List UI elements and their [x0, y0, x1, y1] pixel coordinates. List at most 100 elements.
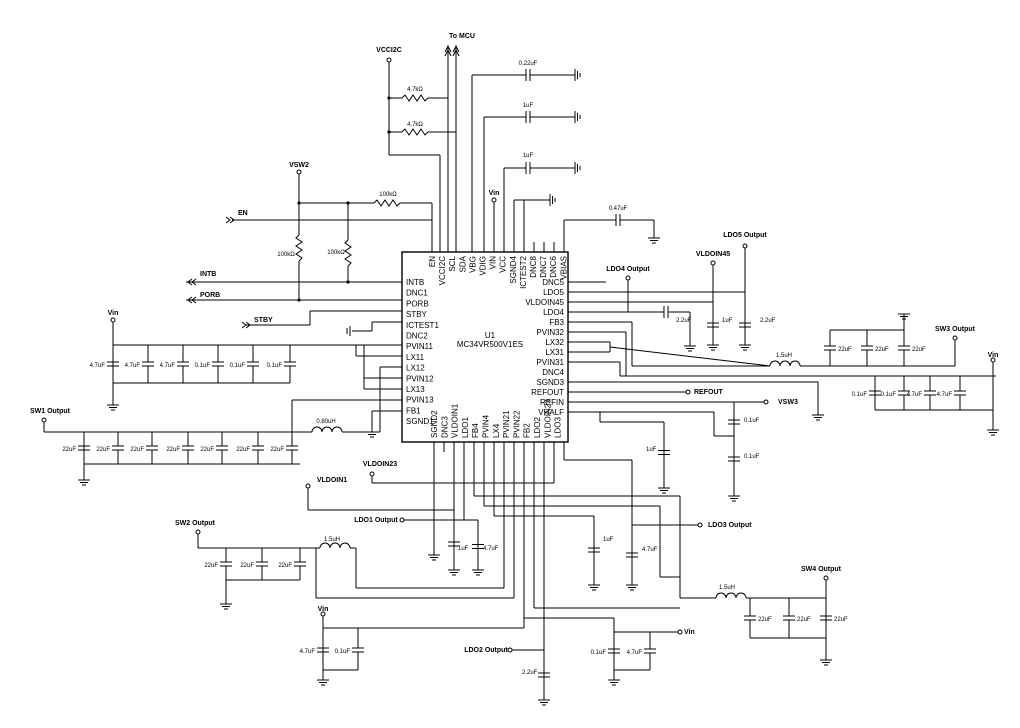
pin-label: INTB	[406, 278, 424, 287]
cap-label: 0.1uF	[195, 363, 211, 369]
pin-label: VLDOIN23	[543, 399, 552, 438]
pin-label: ICTEST2	[519, 255, 528, 288]
ic-part-number: MC34VR500V1ES	[457, 340, 523, 349]
pin-label: DNC5	[542, 278, 564, 287]
cap-label: 1uF	[603, 537, 614, 543]
pin-label: LDO4	[543, 308, 564, 317]
sw2-output-label: SW2 Output	[175, 520, 216, 527]
cap-label: 22uF	[758, 617, 772, 623]
pin-label: PVIN12	[406, 374, 434, 383]
pin-label: VCC	[499, 256, 508, 273]
ldo1-output-label: LDO1 Output	[354, 517, 398, 524]
pin-label: DNC1	[406, 289, 428, 298]
ic-u1-body	[401, 251, 569, 443]
cap-label: 1uF	[523, 153, 534, 159]
inductor-label: 1.5uH	[719, 585, 735, 591]
ldo2-output-label: LDO2 Output	[464, 647, 508, 654]
cap-label: 22uF	[240, 563, 254, 569]
porb-label: PORB	[200, 292, 220, 299]
cap-label: 0.47uF	[609, 206, 628, 212]
pin-label: FB1	[406, 406, 421, 415]
cap-label: 22uF	[200, 447, 214, 453]
res-label: 4.7kΩ	[407, 122, 423, 128]
cap-label: 4.7uF	[642, 547, 658, 553]
pin-label: SCL	[448, 255, 457, 271]
cap-label: 22uF	[912, 347, 926, 353]
cap-label: 22uF	[797, 617, 811, 623]
pin-label: LX4	[492, 423, 501, 438]
inductor-label: 1.5uH	[776, 353, 792, 359]
pin-label: DNC4	[542, 368, 564, 377]
to-mcu-label: To MCU	[449, 33, 475, 40]
pin-label: STBY	[406, 310, 428, 319]
cap-label: 4.7uF	[907, 392, 923, 398]
cap-label: 22uF	[875, 347, 889, 353]
cap-label: 1uF	[458, 546, 469, 552]
res-label: 100kΩ	[379, 192, 397, 198]
ldo5-output-label: LDO5 Output	[723, 232, 767, 239]
pin-label: DNC2	[406, 332, 428, 341]
ic-designator: U1	[485, 331, 496, 340]
vcci2c-label: VCCI2C	[376, 47, 402, 54]
pin-label: SGND1	[406, 417, 434, 426]
cap-label: 4.7uF	[160, 363, 176, 369]
pin-label: DNC7	[539, 255, 548, 277]
inductor-label: 1.5uH	[324, 537, 340, 543]
vin-label: Vin	[988, 352, 999, 359]
cap-label: 0.1uF	[881, 392, 897, 398]
vldoin23-label: VLDOIN23	[363, 461, 397, 468]
pin-label: FB2	[523, 423, 532, 438]
pin-label: FB3	[549, 318, 564, 327]
pin-label: LDO1	[461, 417, 470, 438]
cap-label: 0.1uF	[744, 418, 760, 424]
pin-label: VBG	[468, 256, 477, 273]
pin-label: REFOUT	[531, 388, 564, 397]
res-label: 100kΩ	[327, 250, 345, 256]
vsw3-label: VSW3	[778, 399, 798, 406]
cap-label: 22uF	[236, 447, 250, 453]
cap-label: 4.7uF	[125, 363, 141, 369]
en-label: EN	[238, 210, 248, 217]
ldo4-output-label: LDO4 Output	[606, 266, 650, 273]
cap-label: 4.7uF	[483, 546, 499, 552]
pin-label: SGND4	[509, 255, 518, 283]
inductor-label: 0.80uH	[316, 419, 335, 425]
cap-label: 2.2uF	[760, 318, 776, 324]
ldo3-output-label: LDO3 Output	[708, 522, 752, 529]
cap-label: 0.1uF	[335, 649, 351, 655]
pin-label: LDO5	[543, 288, 564, 297]
bottom-io-section: VLDOIN1 1uF LDO1 Output 4.7uF VLDOIN23 1…	[175, 442, 842, 700]
cap-label: 0.1uF	[230, 363, 246, 369]
pin-label: VLDOIN45	[525, 298, 564, 307]
cap-label: 0.1uF	[852, 392, 868, 398]
vin-label: Vin	[108, 310, 119, 317]
pin-label: SGND2	[430, 410, 439, 438]
pin-label: SGND3	[536, 378, 564, 387]
cap-label: 2.2uF	[522, 670, 538, 676]
pin-label: PVIN22	[512, 410, 521, 438]
pin-label: FB4	[471, 423, 480, 438]
pin-label: LDO2	[533, 417, 542, 438]
pin-label: LX11	[406, 353, 425, 362]
capacitor-arrays: 4.7uF 4.7uF 4.7uF 0.1uF 0.1uF 0.1uF 22uF 22uF 22…	[62, 69, 999, 706]
cap-label: 22uF	[204, 563, 218, 569]
pin-label: EN	[428, 256, 437, 267]
cap-label: 1uF	[523, 103, 534, 109]
pin-label: VDIG	[479, 256, 488, 276]
pin-label: DNC3	[440, 416, 449, 438]
sw1-output-label: SW1 Output	[30, 408, 71, 415]
cap-label: 22uF	[130, 447, 144, 453]
cap-label: 1uF	[646, 447, 657, 453]
vin-label: Vin	[318, 606, 329, 613]
cap-label: 4.7uF	[627, 650, 643, 656]
pin-label: PVIN11	[406, 342, 434, 351]
pin-label: LX12	[406, 364, 425, 373]
cap-label: 1uF	[722, 318, 733, 324]
cap-label: 22uF	[62, 447, 76, 453]
cap-label: 22uF	[96, 447, 110, 453]
pin-label: ICTEST1	[406, 321, 439, 330]
pin-label: LX13	[406, 385, 425, 394]
pin-label: VIN	[489, 256, 498, 270]
vsw2-label: VSW2	[289, 162, 309, 169]
